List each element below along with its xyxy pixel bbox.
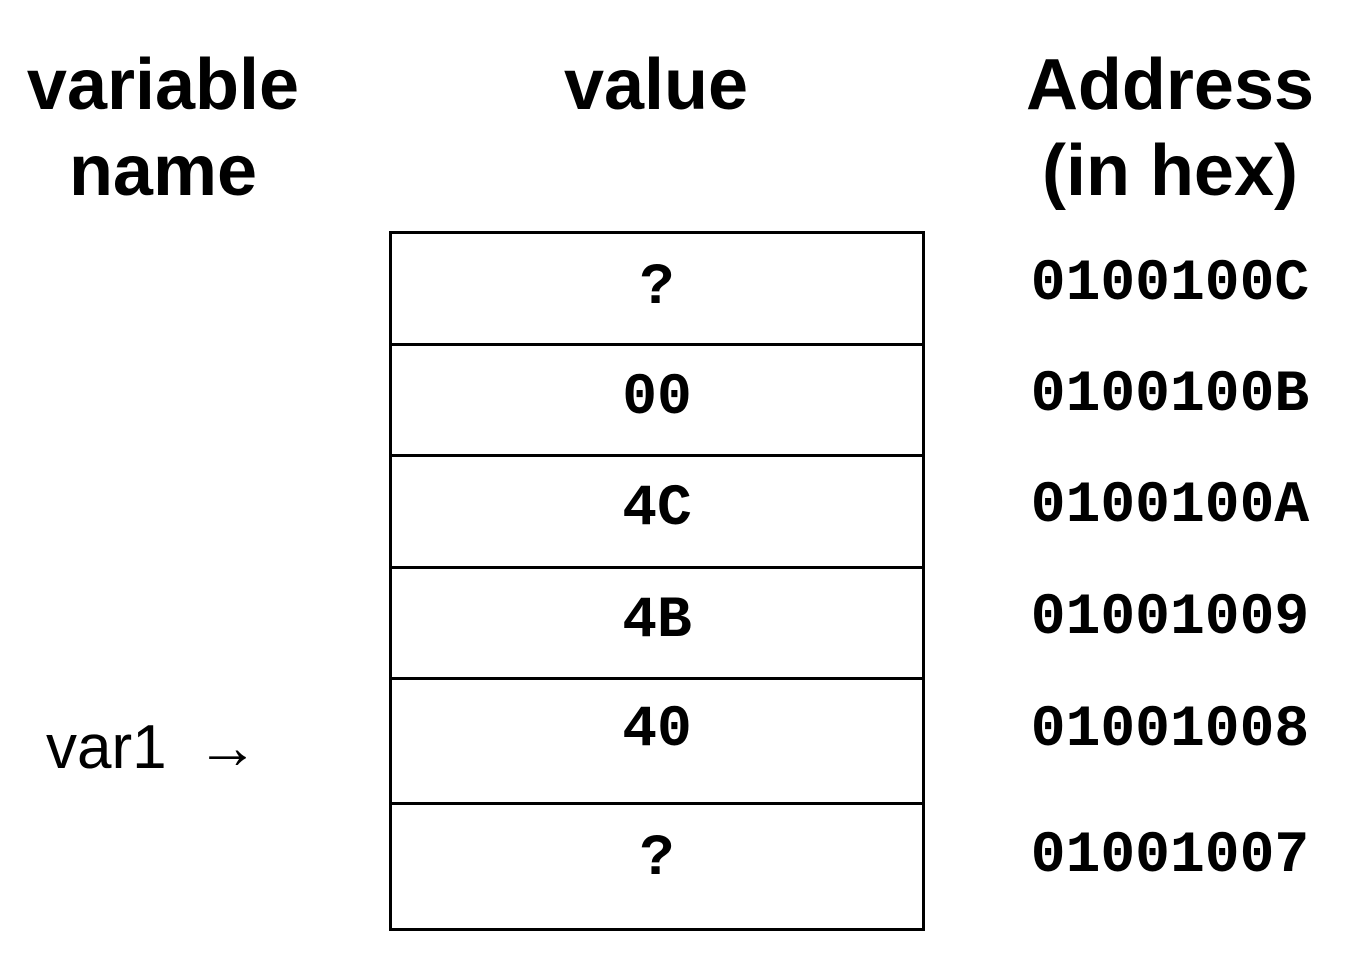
header-address-line1: Address bbox=[1025, 45, 1315, 125]
memory-cell: 4C bbox=[392, 457, 922, 569]
header-variable-name-line1: variable bbox=[26, 45, 300, 125]
header-address-line2: (in hex) bbox=[1041, 131, 1298, 211]
memory-cell: ? bbox=[392, 805, 922, 931]
memory-cell: 00 bbox=[392, 346, 922, 457]
address-label: 01001009 bbox=[1030, 586, 1310, 651]
memory-cell-value: 4B bbox=[622, 589, 692, 654]
header-value: value bbox=[390, 42, 922, 128]
header-value-label: value bbox=[563, 45, 749, 125]
header-address: Address (in hex) bbox=[985, 42, 1355, 214]
header-variable-name: variable name bbox=[0, 42, 326, 214]
memory-cell-value: 40 bbox=[622, 698, 692, 763]
memory-cell-value: 4C bbox=[622, 477, 692, 542]
right-arrow-icon: → bbox=[196, 713, 259, 782]
memory-table: ? 00 4C 4B 40 ? bbox=[389, 231, 925, 931]
address-label: 01001007 bbox=[1030, 824, 1310, 889]
variable-name: var1 bbox=[46, 713, 167, 782]
address-label: 0100100C bbox=[1030, 252, 1310, 317]
address-label: 0100100B bbox=[1030, 363, 1310, 428]
address-label: 01001008 bbox=[1030, 698, 1310, 763]
memory-cell: 40 bbox=[392, 680, 922, 805]
memory-cell-value: ? bbox=[639, 827, 675, 892]
memory-cell: ? bbox=[392, 234, 922, 346]
memory-cell: 4B bbox=[392, 569, 922, 680]
memory-cell-value: 00 bbox=[622, 366, 692, 431]
address-label: 0100100A bbox=[1030, 474, 1310, 539]
variable-pointer: var1 → bbox=[46, 712, 259, 784]
memory-cell-value: ? bbox=[639, 256, 675, 321]
header-variable-name-line2: name bbox=[68, 131, 258, 211]
